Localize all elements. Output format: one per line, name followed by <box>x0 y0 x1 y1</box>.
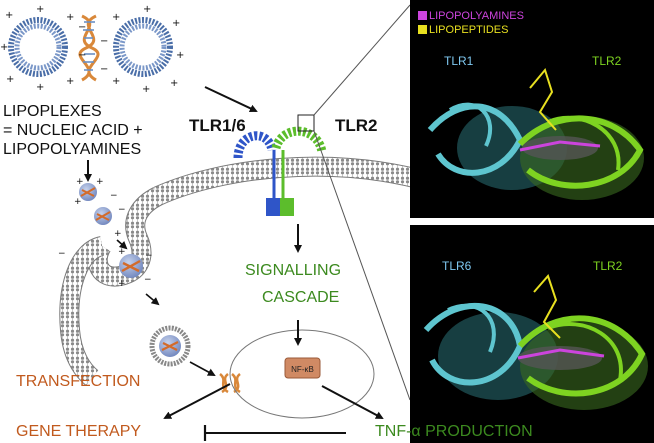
svg-text:+: + <box>96 177 104 187</box>
svg-text:+: + <box>36 4 44 15</box>
svg-text:+: + <box>176 50 184 61</box>
arrow-to-gene-therapy <box>163 383 231 419</box>
nfkb-label: NF-κB <box>291 365 314 374</box>
svg-text:+: + <box>76 177 84 187</box>
svg-text:+: + <box>172 18 180 29</box>
arrow-to-receptor <box>204 86 258 113</box>
svg-text:+: + <box>0 42 8 53</box>
lipoplexes-label-line1: LIPOPLEXES <box>3 103 102 120</box>
svg-text:+: + <box>170 78 178 89</box>
svg-text:−: − <box>100 64 108 75</box>
legend-lipopeptides-text: LIPOPEPTIDES <box>429 24 509 36</box>
dna-helix-icon <box>78 14 100 82</box>
legend-swatch-lipopeptides <box>418 25 427 34</box>
svg-text:+: + <box>118 279 126 289</box>
charge-signs: + + + + + + + + + + + + + + − − − − <box>0 4 184 95</box>
svg-text:+: + <box>142 84 150 95</box>
panel-top-left-label: TLR1 <box>444 54 474 68</box>
nucleus-outline <box>229 329 375 419</box>
svg-text:+: + <box>74 197 82 207</box>
zoom-box <box>297 114 315 132</box>
lipoplex-liposome-left <box>8 17 68 77</box>
panel-bottom-structure <box>410 225 654 443</box>
particle-charges: +++ −−+ +−+ −− <box>58 177 153 289</box>
svg-text:−: − <box>78 50 86 61</box>
lipoplex-particle-1 <box>79 183 97 201</box>
arrow-to-tnf <box>321 385 384 419</box>
svg-text:+: + <box>112 12 120 23</box>
panel-bottom-right-label: TLR2 <box>593 259 623 273</box>
svg-text:+: + <box>118 247 126 257</box>
svg-text:−: − <box>58 249 66 259</box>
svg-text:+: + <box>36 82 44 93</box>
svg-text:+: + <box>5 10 13 21</box>
legend-lipopolyamines-text: LIPOPOLYAMINES <box>429 10 524 22</box>
panel-top-right-label: TLR2 <box>592 54 622 68</box>
lipoplex-particle-2 <box>94 207 112 225</box>
svg-text:−: − <box>145 251 153 261</box>
released-dna-icon <box>219 373 241 394</box>
gene-therapy-label: GENE THERAPY <box>16 423 142 440</box>
panel-top-structure <box>410 0 654 218</box>
legend-lipopeptides: LIPOPEPTIDES <box>418 25 508 36</box>
svg-text:−: − <box>118 205 126 215</box>
panel-bottom-left-label: TLR6 <box>442 259 472 273</box>
tnf-production-label: TNF-α PRODUCTION <box>375 423 533 440</box>
signalling-label-line1: SIGNALLING <box>245 262 342 279</box>
svg-text:+: + <box>66 12 74 23</box>
svg-text:+: + <box>66 76 74 87</box>
lipoplexes-label-line2: = NUCLEIC ACID + <box>3 122 143 139</box>
svg-text:−: − <box>144 275 152 285</box>
signalling-label-line2: CASCADE <box>262 289 340 306</box>
lipoplex-liposome-right <box>113 17 173 77</box>
legend-lipopolyamines: LIPOPOLYAMINES <box>418 11 524 22</box>
lipoplex-particle-3 <box>119 254 143 278</box>
svg-text:−: − <box>100 36 108 47</box>
tlr16-label: TLR1/6 <box>189 116 246 135</box>
svg-text:−: − <box>110 191 118 201</box>
legend-swatch-lipopolyamines <box>418 11 427 20</box>
svg-text:+: + <box>143 4 151 15</box>
tlr2-label: TLR2 <box>335 116 378 135</box>
svg-text:+: + <box>6 74 14 85</box>
svg-text:+: + <box>114 229 122 239</box>
svg-text:+: + <box>112 76 120 87</box>
endosome-icon <box>149 325 191 367</box>
nfkb-box: NF-κB <box>284 357 321 379</box>
svg-text:−: − <box>78 22 86 33</box>
lipoplexes-label-line3: LIPOPOLYAMINES <box>3 141 142 158</box>
transfection-label: TRANSFECTION <box>16 373 141 390</box>
